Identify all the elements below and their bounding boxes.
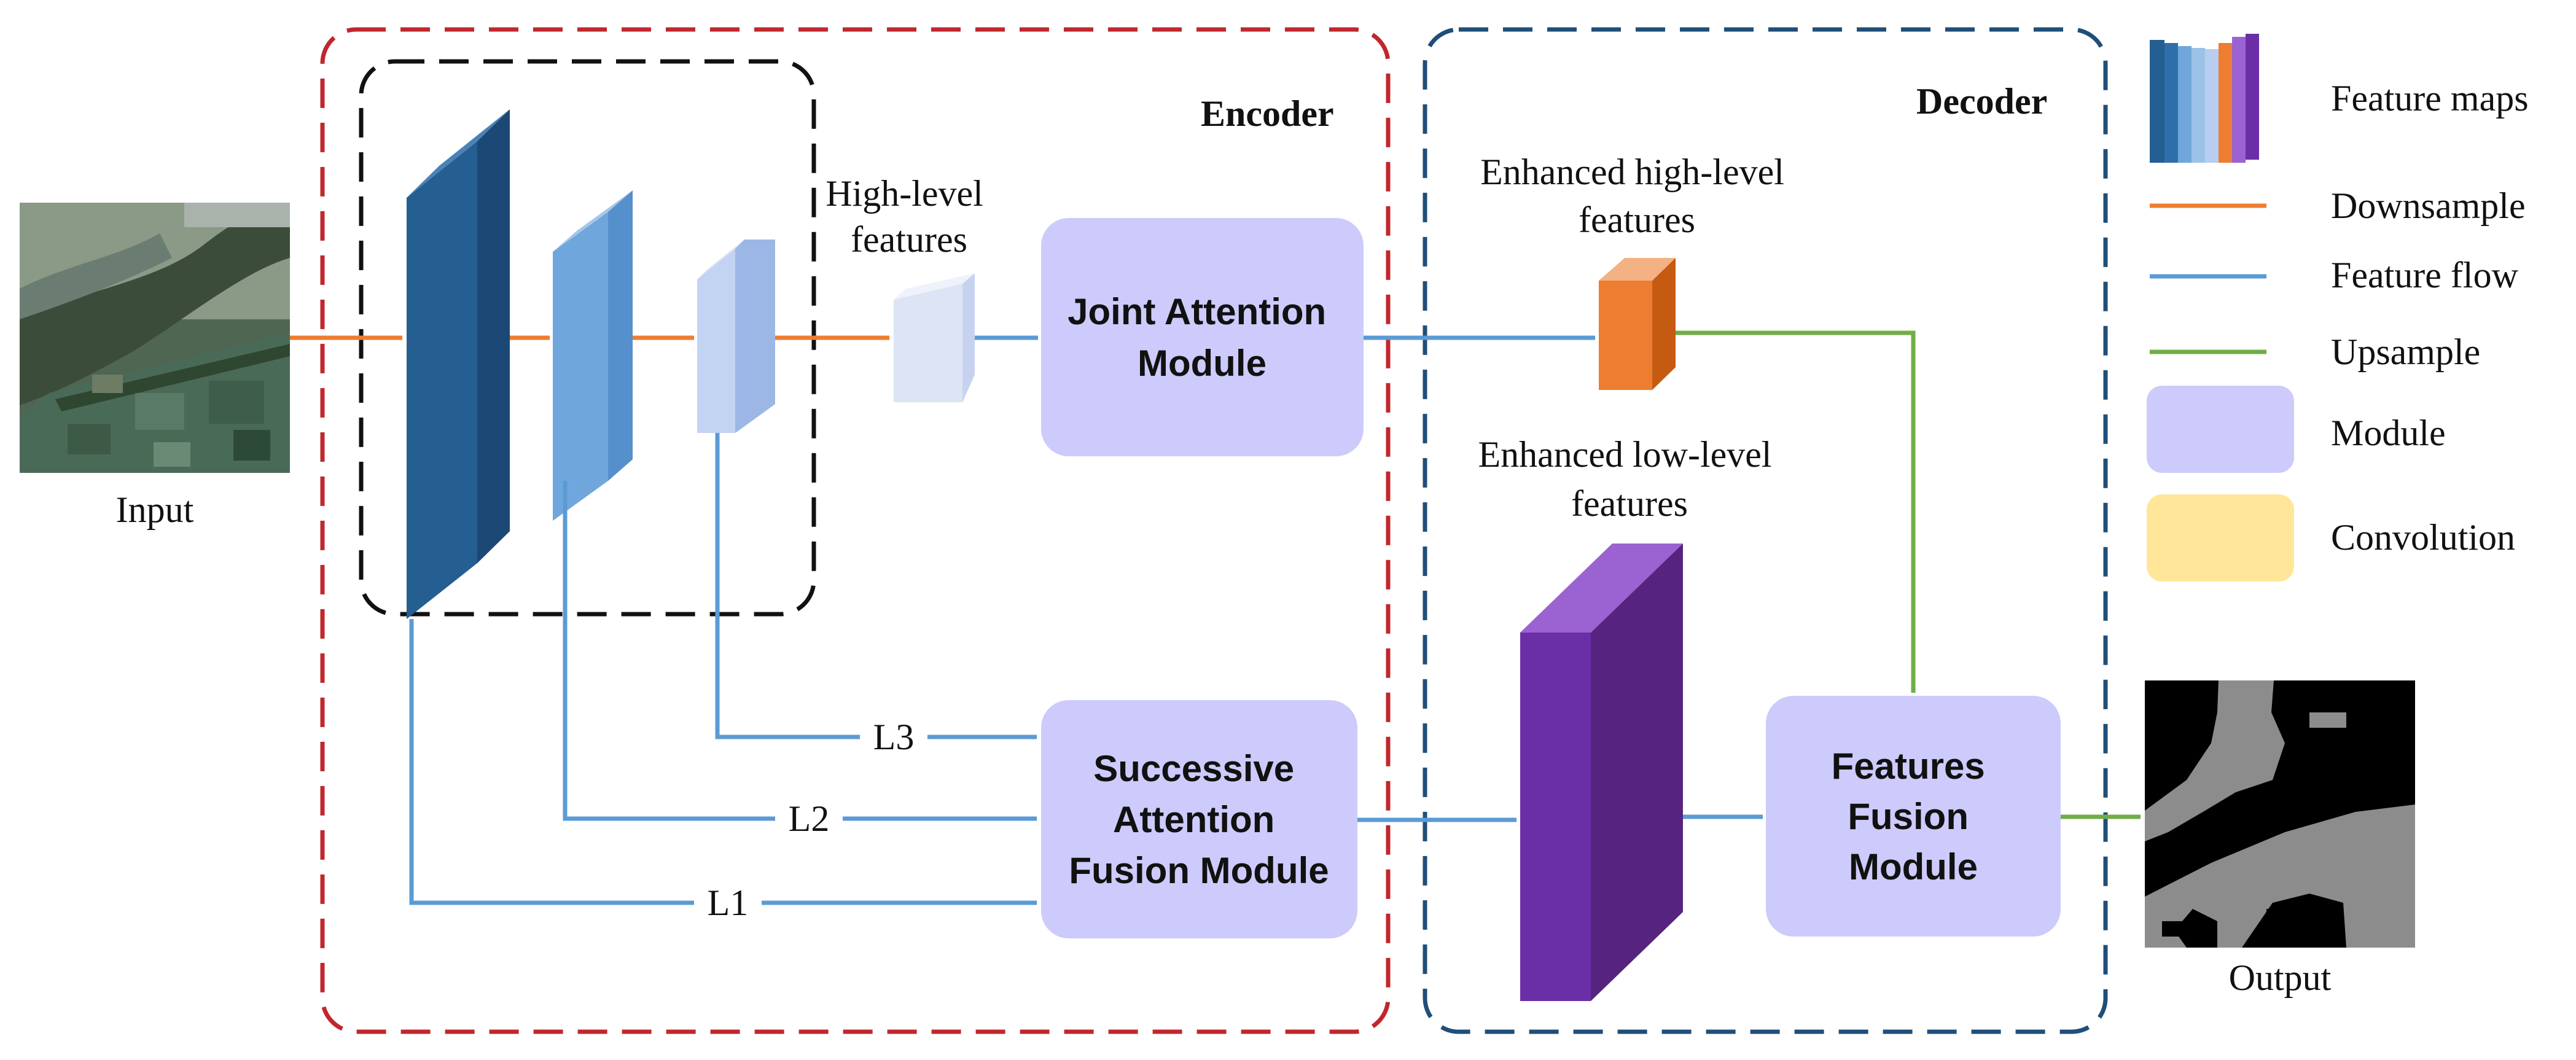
encoder-title: Encoder (1201, 93, 1334, 134)
skip-connection-l1 (409, 619, 1037, 905)
legend-convolution-swatch (2147, 494, 2294, 582)
output-mask (2145, 680, 2415, 948)
joint-attention-label: Joint Attention Module (1067, 291, 1337, 384)
legend-module-label: Module (2331, 413, 2446, 453)
successive-attention-label: Successive Attention Fusion Module (1069, 748, 1329, 891)
decoder-border (1423, 27, 2108, 1034)
legend-convolution-label: Convolution (2331, 517, 2515, 558)
decoder-title: Decoder (1916, 81, 2047, 122)
input-image (20, 203, 290, 473)
skip-label-l1: L1 (708, 883, 749, 923)
encoder-border (320, 27, 1391, 1034)
legend-downsample-label: Downsample (2331, 185, 2526, 226)
encoder-feature-map-2 (553, 190, 633, 521)
legend-module-swatch (2147, 386, 2294, 473)
encoder-feature-map-3 (697, 240, 775, 433)
high-level-features-label: High-level features (825, 173, 993, 260)
high-level-feature-map (894, 273, 975, 402)
legend-feature-maps-icon (2150, 34, 2259, 163)
features-fusion-label: Features Fusion Module (1832, 746, 1996, 887)
enhanced-high-level-label: Enhanced high-level features (1480, 152, 1793, 240)
skip-connection-l3 (715, 433, 1037, 739)
legend-upsample-label: Upsample (2331, 332, 2480, 372)
enhanced-high-level-feature-map (1599, 258, 1676, 390)
output-label: Output (2229, 957, 2332, 998)
skip-connection-l2 (563, 481, 1037, 821)
legend-feature-maps-label: Feature maps (2331, 78, 2529, 119)
features-fusion-module (1766, 696, 2061, 937)
enhanced-low-level-feature-map (1520, 544, 1683, 1001)
joint-attention-module (1041, 218, 1364, 456)
input-label: Input (116, 489, 194, 530)
upsample-arrow (1676, 330, 1916, 693)
skip-label-l3: L3 (873, 717, 915, 757)
encoder-feature-map-1 (407, 109, 510, 619)
successive-attention-fusion-module (1041, 700, 1357, 938)
enhanced-low-level-label: Enhanced low-level features (1478, 434, 1781, 524)
skip-label-l2: L2 (789, 798, 830, 839)
legend-feature-flow-label: Feature flow (2331, 255, 2519, 295)
